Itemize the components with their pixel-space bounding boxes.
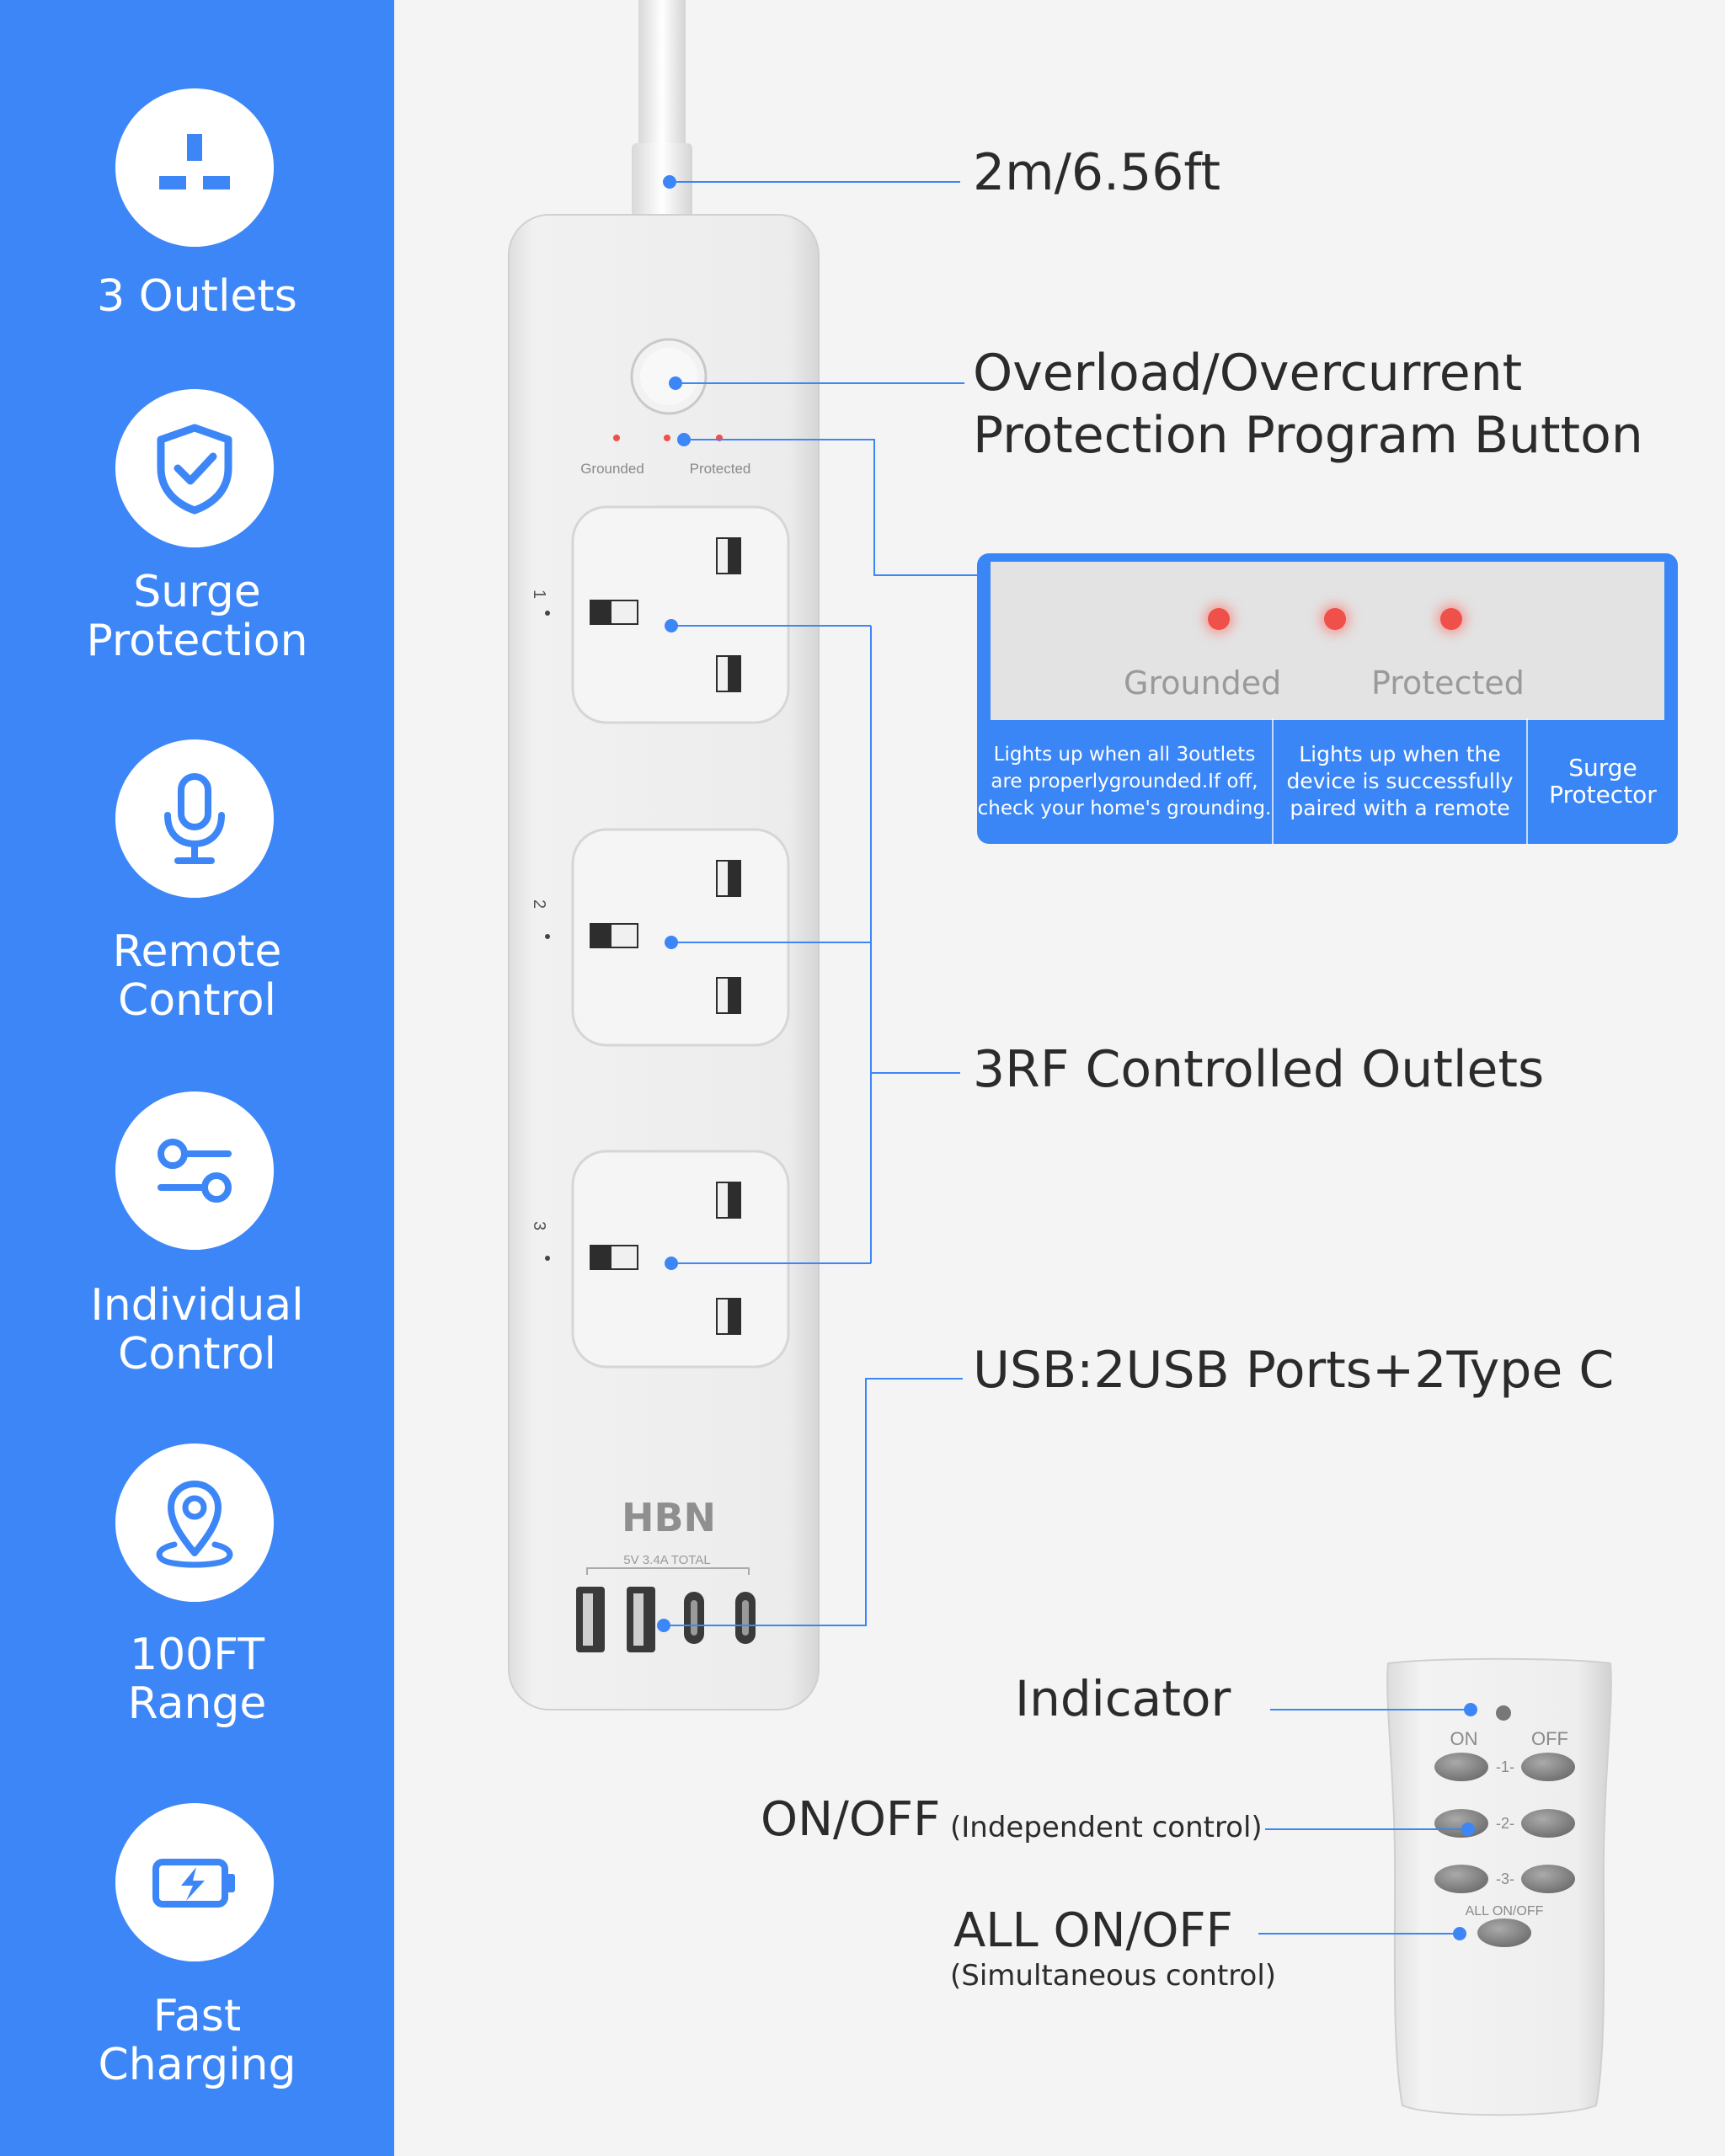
feature-sidebar: 3 Outlets Surge Protection Remote Contro… xyxy=(0,0,394,2156)
brand-logo: HBN xyxy=(622,1495,716,1540)
power-cord xyxy=(632,0,692,219)
protected-led xyxy=(664,435,670,441)
surge-description: Surge Protector xyxy=(1549,753,1657,808)
grounded-description: Lights up when all 3outlets are properly… xyxy=(977,743,1272,819)
usb-c-port-2[interactable] xyxy=(735,1592,756,1644)
outlet-1[interactable] xyxy=(571,505,790,724)
protected-led-label: Protected xyxy=(690,461,751,477)
usb-rating-label: 5V 3.4A TOTAL xyxy=(623,1553,710,1567)
remote-on-3-button[interactable] xyxy=(1434,1865,1488,1893)
feature-remote: Remote Control xyxy=(0,739,394,1026)
usb-c-port-1[interactable] xyxy=(684,1592,704,1644)
shield-check-icon xyxy=(115,389,274,547)
leader-dots xyxy=(657,175,1477,1940)
grounded-closeup-label: Grounded xyxy=(1124,664,1282,702)
outlet-2[interactable] xyxy=(571,828,790,1047)
outlet-number-2: 2 xyxy=(530,899,548,909)
remote-on-label: ON xyxy=(1450,1728,1478,1749)
remote-indicator-led xyxy=(1496,1705,1511,1721)
feature-charging: Fast Charging xyxy=(0,1803,394,2089)
usb-a-port-1[interactable] xyxy=(576,1587,605,1652)
allonoff-subtitle: (Simultaneous control) xyxy=(950,1959,1277,1993)
protected-led-closeup xyxy=(1324,608,1346,630)
feature-surge: Surge Protection xyxy=(0,389,394,675)
feature-label: 100FT Range xyxy=(127,1630,267,1729)
remote-all-label: ALL ON/OFF xyxy=(1466,1904,1544,1919)
remote-row-3-label: -3- xyxy=(1496,1870,1514,1887)
protected-description: Lights up when the device is successfull… xyxy=(1286,741,1514,820)
feature-label: 3 Outlets xyxy=(97,271,297,322)
allonoff-callout: ALL ON/OFF xyxy=(953,1903,1233,1958)
feature-outlets: 3 Outlets xyxy=(0,88,394,341)
remote-on-2-button[interactable] xyxy=(1434,1809,1488,1838)
grounded-led-label: Grounded xyxy=(580,461,644,477)
feature-label: Fast Charging xyxy=(98,1991,296,2090)
divider xyxy=(1526,718,1528,844)
program-button-callout-line1: Overload/Overcurrent xyxy=(973,344,1523,403)
usb-callout: USB:2USB Ports+2Type C xyxy=(973,1341,1615,1400)
outlets-callout: 3RF Controlled Outlets xyxy=(973,1040,1545,1099)
led-info-box: Grounded Protected Lights up when all 3o… xyxy=(977,553,1678,844)
remote-on-1-button[interactable] xyxy=(1434,1753,1488,1781)
feature-label: Surge Protection xyxy=(86,567,308,666)
grounded-led-closeup xyxy=(1208,608,1230,630)
feature-label: Individual Control xyxy=(90,1280,304,1380)
outlet-3[interactable] xyxy=(571,1150,790,1369)
protected-closeup-label: Protected xyxy=(1371,664,1525,702)
cable-length-callout: 2m/6.56ft xyxy=(973,143,1221,202)
led-closeup: Grounded Protected xyxy=(991,562,1664,720)
microphone-icon xyxy=(115,739,274,898)
onoff-callout: ON/OFF xyxy=(761,1792,941,1847)
outlet-number-3: 3 xyxy=(530,1221,548,1230)
remote-row-1-label: -1- xyxy=(1496,1758,1514,1775)
outlet-number-1: 1 xyxy=(530,590,548,599)
usb-a-port-2[interactable] xyxy=(627,1587,655,1652)
battery-charging-icon xyxy=(115,1803,274,1961)
remote-off-1-button[interactable] xyxy=(1521,1753,1575,1781)
grounded-led xyxy=(613,435,620,441)
feature-range: 100FT Range xyxy=(0,1444,394,1730)
remote-off-2-button[interactable] xyxy=(1521,1809,1575,1838)
indicator-callout: Indicator xyxy=(1015,1670,1231,1727)
feature-individual: Individual Control xyxy=(0,1091,394,1380)
remote-row-2-label: -2- xyxy=(1496,1815,1514,1832)
power-strip: Grounded Protected 1 2 3 HB xyxy=(508,214,820,1710)
leader-lines xyxy=(664,181,1471,1935)
remote-all-button[interactable] xyxy=(1477,1919,1531,1947)
remote-off-3-button[interactable] xyxy=(1521,1865,1575,1893)
onoff-subtitle: (Independent control) xyxy=(950,1811,1263,1844)
toggle-switches-icon xyxy=(115,1091,274,1250)
program-button-callout-line2: Protection Program Button xyxy=(973,406,1643,465)
surge-led-closeup xyxy=(1440,608,1462,630)
remote-off-label: OFF xyxy=(1531,1728,1568,1749)
divider xyxy=(1272,718,1274,844)
remote-control: ON OFF -1- -2- -3- ALL ON/OFF xyxy=(1386,1657,1612,2116)
feature-label: Remote Control xyxy=(112,926,282,1026)
uk-plug-icon xyxy=(115,88,274,247)
location-pin-icon xyxy=(115,1444,274,1602)
